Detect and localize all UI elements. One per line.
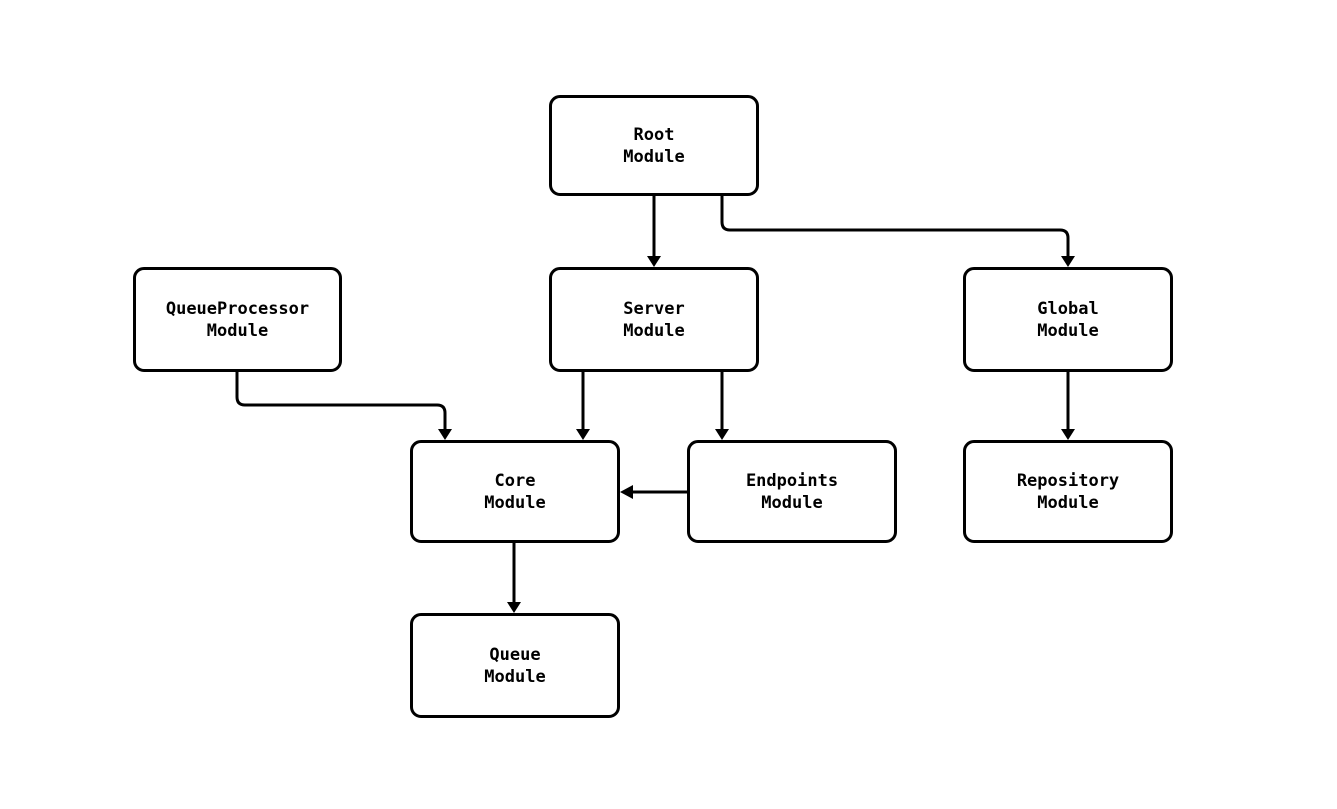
node-server-module[interactable]: Server Module	[549, 267, 759, 372]
node-queue-module-line1: Queue	[489, 644, 541, 665]
edge-server-to-endpoints	[715, 372, 729, 440]
edge-endpoints-to-core	[620, 485, 687, 499]
node-queueprocessor-module-line1: QueueProcessor	[165, 298, 310, 319]
edge-server-to-core	[576, 372, 590, 440]
node-endpoints-module-line2: Module	[761, 492, 823, 513]
node-core-module-line2: Module	[484, 492, 546, 513]
node-server-module-line2: Module	[623, 320, 685, 341]
node-repository-module[interactable]: Repository Module	[963, 440, 1173, 543]
node-core-module-line1: Core	[494, 470, 536, 491]
node-root-module-line2: Module	[623, 146, 685, 167]
node-repository-module-line1: Repository	[1016, 470, 1120, 491]
edge-root-to-global	[720, 196, 1075, 267]
node-endpoints-module[interactable]: Endpoints Module	[687, 440, 897, 543]
node-global-module[interactable]: Global Module	[963, 267, 1173, 372]
node-queue-module[interactable]: Queue Module	[410, 613, 620, 718]
edge-queueprocessor-to-core	[235, 372, 452, 440]
node-global-module-line1: Global	[1037, 298, 1099, 319]
node-queueprocessor-module[interactable]: QueueProcessor Module	[133, 267, 342, 372]
node-server-module-line1: Server	[623, 298, 685, 319]
node-global-module-line2: Module	[1037, 320, 1099, 341]
node-repository-module-line2: Module	[1037, 492, 1099, 513]
node-queue-module-line2: Module	[484, 666, 546, 687]
node-core-module[interactable]: Core Module	[410, 440, 620, 543]
node-root-module-line1: Root	[633, 124, 675, 145]
edge-global-to-repository	[1061, 372, 1075, 440]
node-queueprocessor-module-line2: Module	[206, 320, 269, 341]
node-endpoints-module-line1: Endpoints	[745, 470, 839, 491]
edge-root-to-server	[647, 196, 661, 267]
node-root-module[interactable]: Root Module	[549, 95, 759, 196]
edge-core-to-queue	[507, 543, 521, 613]
